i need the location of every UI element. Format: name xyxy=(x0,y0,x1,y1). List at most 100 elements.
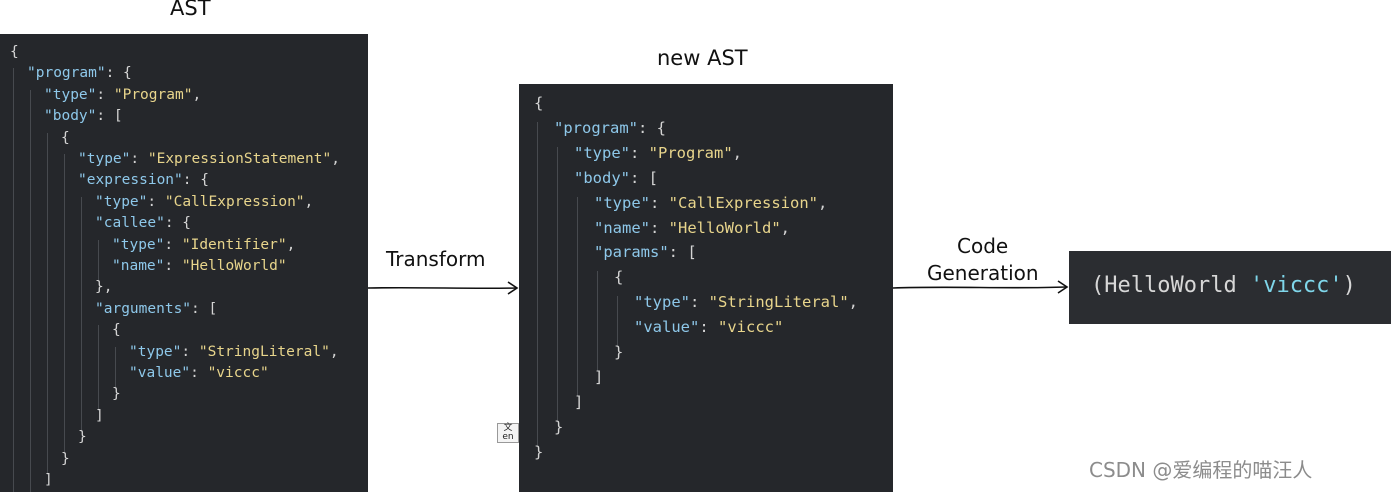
json-punctuation: , xyxy=(331,151,340,167)
code-line: }, xyxy=(95,279,112,295)
json-punctuation: : xyxy=(181,343,199,360)
json-string: "Program" xyxy=(648,143,733,162)
indent-guide xyxy=(81,196,82,433)
json-key: "type" xyxy=(129,343,182,360)
json-punctuation: { xyxy=(614,268,624,287)
json-key: "value" xyxy=(129,365,191,381)
json-punctuation: : xyxy=(147,193,165,210)
json-string: "CallExpression" xyxy=(668,193,818,212)
json-key: "type" xyxy=(634,293,690,312)
code-line: { xyxy=(534,94,543,112)
json-punctuation: : xyxy=(190,365,208,381)
code-generation-label-line2: Generation xyxy=(927,261,1039,285)
json-punctuation: , xyxy=(732,143,743,162)
indent-guide xyxy=(64,154,65,454)
json-punctuation: : { xyxy=(105,65,132,82)
json-string: "CallExpression" xyxy=(164,193,305,210)
json-key: "program" xyxy=(27,65,106,82)
code-line: } xyxy=(78,429,87,445)
json-punctuation: } xyxy=(554,417,564,436)
code-line: { xyxy=(10,44,19,60)
json-punctuation: , xyxy=(780,218,790,237)
json-punctuation: } xyxy=(534,442,544,461)
json-punctuation: { xyxy=(61,129,70,146)
code-line: ] xyxy=(594,368,603,386)
json-punctuation: : { xyxy=(638,118,666,137)
indent-guide xyxy=(98,239,99,283)
json-string: "Identifier" xyxy=(181,236,287,253)
code-line: ] xyxy=(95,408,104,424)
code-line: "name": "HelloWorld", xyxy=(594,219,790,237)
json-key: "value" xyxy=(634,318,700,337)
indent-guide xyxy=(115,346,116,390)
json-key: "name" xyxy=(594,218,650,237)
json-string: "ExpressionStatement" xyxy=(147,151,332,167)
code-line: "type": "StringLiteral", xyxy=(634,293,858,311)
code-line: { xyxy=(614,268,623,286)
code-line: "type": "Program", xyxy=(44,87,201,103)
transform-arrow xyxy=(367,281,519,295)
json-punctuation: } xyxy=(78,429,87,446)
json-punctuation: : { xyxy=(182,172,209,189)
indent-guide xyxy=(537,121,538,446)
json-key: "type" xyxy=(574,143,630,162)
json-string: "StringLiteral" xyxy=(198,343,330,360)
ast-title: AST xyxy=(170,0,211,20)
json-punctuation: { xyxy=(112,322,121,339)
json-punctuation: : [ xyxy=(191,300,218,317)
json-punctuation: } xyxy=(61,450,70,467)
code-line: "name": "HelloWorld" xyxy=(112,258,287,274)
code-line: "body": [ xyxy=(44,108,123,124)
json-punctuation: , xyxy=(848,293,858,312)
code-line: "expression": { xyxy=(78,172,209,188)
code-line: } xyxy=(554,418,563,436)
code-line: } xyxy=(112,386,121,402)
code-line: "type": "ExpressionStatement", xyxy=(78,151,340,167)
code-line: } xyxy=(614,343,623,361)
json-punctuation: : xyxy=(164,258,182,274)
json-key: "arguments" xyxy=(95,300,192,317)
code-generation-label-line1: Code xyxy=(957,234,1009,258)
json-key: "program" xyxy=(554,118,638,137)
indent-guide xyxy=(557,146,558,421)
json-punctuation: , xyxy=(286,236,296,253)
code-line: { xyxy=(61,130,70,146)
json-punctuation: : xyxy=(650,218,669,237)
json-key: "expression" xyxy=(78,172,183,189)
json-punctuation: }, xyxy=(95,279,113,296)
json-punctuation: : { xyxy=(164,215,192,232)
json-punctuation: , xyxy=(192,86,202,103)
json-punctuation: , xyxy=(329,343,339,360)
json-key: "type" xyxy=(78,151,131,167)
json-string: "Program" xyxy=(113,86,193,103)
new-ast-title: new AST xyxy=(657,46,748,70)
json-string: "viccc" xyxy=(207,365,269,381)
indent-guide xyxy=(98,325,99,411)
json-punctuation: ] xyxy=(44,472,53,488)
transform-label: Transform xyxy=(386,247,486,271)
json-key: "body" xyxy=(44,108,97,125)
code-line: } xyxy=(61,451,70,467)
json-key: "body" xyxy=(574,168,630,187)
json-punctuation: , xyxy=(817,193,828,212)
code-line: "type": "Identifier", xyxy=(112,237,295,253)
json-key: "type" xyxy=(95,193,148,210)
json-punctuation: : xyxy=(690,293,709,312)
code-line: "type": "StringLiteral", xyxy=(129,344,339,360)
ast-code-panel: {"program": {"type": "Program","body": [… xyxy=(0,34,368,492)
json-punctuation: { xyxy=(10,44,19,60)
json-key: "type" xyxy=(594,193,650,212)
json-punctuation: : xyxy=(164,236,182,253)
json-key: "callee" xyxy=(95,215,165,232)
code-line: "params": [ xyxy=(594,243,697,261)
json-punctuation: : xyxy=(96,86,114,103)
json-punctuation: : xyxy=(699,318,718,337)
json-punctuation: } xyxy=(112,386,121,403)
code-line: "program": { xyxy=(27,65,132,81)
translate-icon[interactable]: 文 en xyxy=(497,423,519,443)
new-ast-code-panel: {"program": {"type": "Program","body": [… xyxy=(519,84,893,492)
indent-guide xyxy=(617,296,618,346)
json-punctuation: : [ xyxy=(96,108,123,125)
json-punctuation: ] xyxy=(594,367,604,386)
json-punctuation: { xyxy=(534,94,544,112)
